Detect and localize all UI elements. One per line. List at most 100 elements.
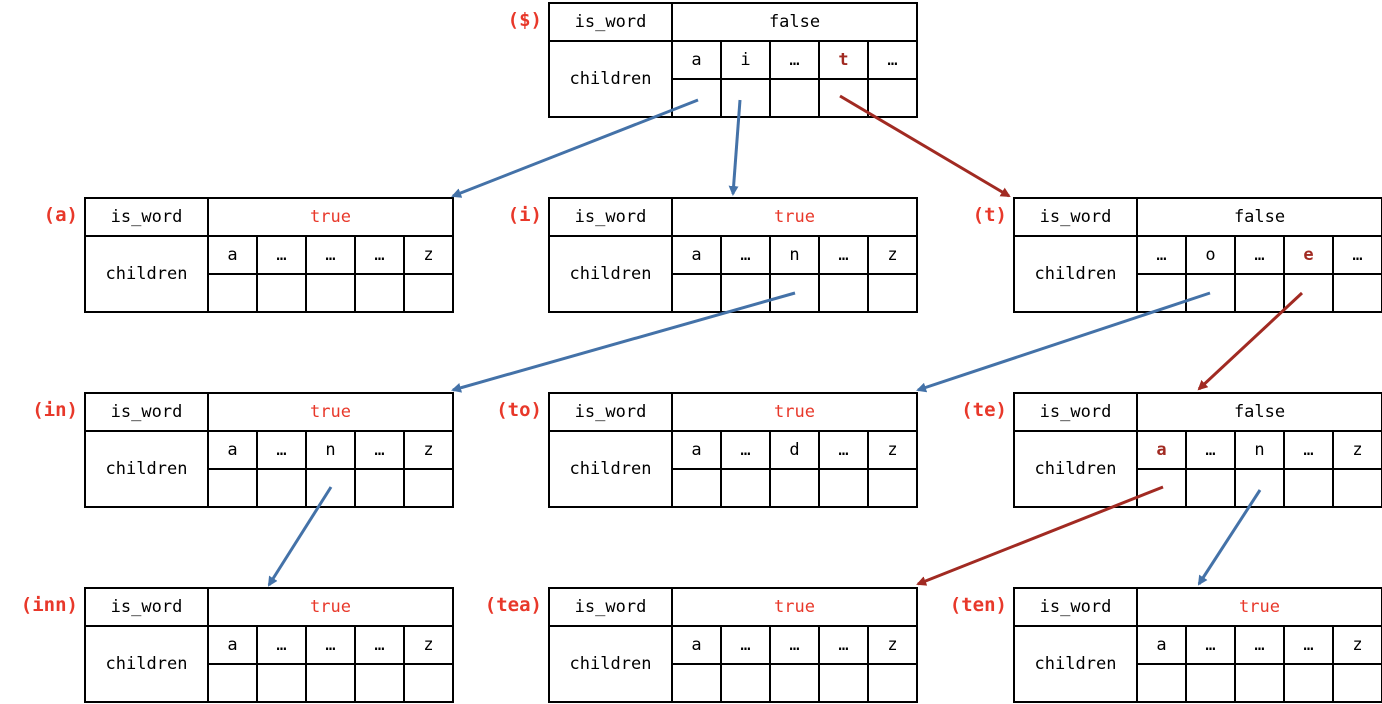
child-pointer-cell bbox=[354, 273, 405, 313]
child-char-cell: a bbox=[1136, 430, 1187, 470]
child-char-cell: a bbox=[671, 235, 722, 275]
child-char-cell: … bbox=[354, 235, 405, 275]
child-char-cell: … bbox=[1136, 235, 1187, 275]
child-char-cell: n bbox=[1234, 430, 1285, 470]
child-char-cell: z bbox=[402, 625, 455, 665]
child-pointer-cell bbox=[818, 468, 869, 508]
is-word-key: is_word bbox=[548, 392, 673, 432]
is-word-value: true bbox=[670, 392, 919, 432]
child-pointer-cell bbox=[866, 78, 919, 118]
child-pointer-cell bbox=[671, 78, 722, 118]
child-pointer-cell bbox=[354, 663, 405, 703]
child-char-cell: … bbox=[1185, 430, 1236, 470]
child-char-cell: … bbox=[305, 625, 356, 665]
child-char-cell: … bbox=[1283, 430, 1334, 470]
child-char-cell: o bbox=[1185, 235, 1236, 275]
child-pointer-cell bbox=[1136, 468, 1187, 508]
node-label-to: (to) bbox=[496, 399, 542, 421]
child-pointer-cell bbox=[1136, 273, 1187, 313]
child-pointer-cell bbox=[866, 663, 919, 703]
is-word-value: false bbox=[1135, 197, 1382, 237]
child-pointer-cell bbox=[866, 468, 919, 508]
is-word-value: true bbox=[1135, 587, 1382, 627]
children-key: children bbox=[548, 235, 673, 313]
child-pointer-cell bbox=[818, 663, 869, 703]
is-word-value: true bbox=[670, 587, 919, 627]
child-char-cell: … bbox=[354, 430, 405, 470]
child-char-cell: z bbox=[866, 430, 919, 470]
child-pointer-cell bbox=[305, 273, 356, 313]
child-char-cell: z bbox=[866, 235, 919, 275]
children-key: children bbox=[548, 40, 673, 118]
children-key: children bbox=[1013, 625, 1138, 703]
child-pointer-cell bbox=[720, 663, 771, 703]
child-char-cell: z bbox=[402, 235, 455, 275]
child-char-cell: … bbox=[818, 625, 869, 665]
child-pointer-cell bbox=[1283, 468, 1334, 508]
child-pointer-cell bbox=[207, 468, 258, 508]
is-word-value: false bbox=[670, 2, 919, 42]
child-pointer-cell bbox=[1185, 468, 1236, 508]
child-pointer-cell bbox=[769, 663, 820, 703]
child-pointer-cell bbox=[1283, 273, 1334, 313]
child-char-cell: … bbox=[818, 235, 869, 275]
node-label-tea: (tea) bbox=[484, 594, 542, 616]
children-key: children bbox=[84, 625, 209, 703]
is-word-key: is_word bbox=[84, 197, 209, 237]
is-word-key: is_word bbox=[84, 392, 209, 432]
children-key: children bbox=[84, 235, 209, 313]
child-char-cell: a bbox=[207, 625, 258, 665]
is-word-key: is_word bbox=[1013, 587, 1138, 627]
child-char-cell: t bbox=[818, 40, 869, 80]
child-pointer-cell bbox=[818, 273, 869, 313]
child-pointer-cell bbox=[1234, 663, 1285, 703]
is-word-key: is_word bbox=[1013, 197, 1138, 237]
child-char-cell: … bbox=[720, 235, 771, 275]
child-char-cell: n bbox=[769, 235, 820, 275]
child-char-cell: … bbox=[720, 625, 771, 665]
child-char-cell: e bbox=[1283, 235, 1334, 275]
child-pointer-cell bbox=[207, 273, 258, 313]
child-char-cell: z bbox=[402, 430, 455, 470]
child-pointer-cell bbox=[256, 273, 307, 313]
child-pointer-cell bbox=[1185, 273, 1236, 313]
child-char-cell: z bbox=[1331, 430, 1382, 470]
child-pointer-cell bbox=[866, 273, 919, 313]
children-key: children bbox=[548, 625, 673, 703]
is-word-value: true bbox=[670, 197, 919, 237]
child-pointer-cell bbox=[1331, 468, 1382, 508]
child-char-cell: a bbox=[1136, 625, 1187, 665]
node-label-t: (t) bbox=[972, 204, 1007, 226]
child-pointer-cell bbox=[671, 273, 722, 313]
child-char-cell: … bbox=[818, 430, 869, 470]
child-char-cell: … bbox=[256, 625, 307, 665]
child-pointer-cell bbox=[1331, 663, 1382, 703]
child-pointer-cell bbox=[305, 468, 356, 508]
child-char-cell: … bbox=[1234, 235, 1285, 275]
node-label-i: (i) bbox=[507, 204, 542, 226]
child-pointer-cell bbox=[207, 663, 258, 703]
child-char-cell: a bbox=[671, 430, 722, 470]
children-key: children bbox=[548, 430, 673, 508]
child-char-cell: … bbox=[769, 40, 820, 80]
child-pointer-cell bbox=[671, 663, 722, 703]
child-char-cell: i bbox=[720, 40, 771, 80]
child-char-cell: z bbox=[866, 625, 919, 665]
child-pointer-cell bbox=[354, 468, 405, 508]
child-char-cell: … bbox=[1331, 235, 1382, 275]
is-word-value: true bbox=[206, 587, 455, 627]
child-pointer-cell bbox=[720, 78, 771, 118]
is-word-key: is_word bbox=[548, 2, 673, 42]
child-pointer-cell bbox=[720, 468, 771, 508]
node-label-te: (te) bbox=[961, 399, 1007, 421]
child-char-cell: a bbox=[207, 430, 258, 470]
node-label-ten: (ten) bbox=[949, 594, 1007, 616]
